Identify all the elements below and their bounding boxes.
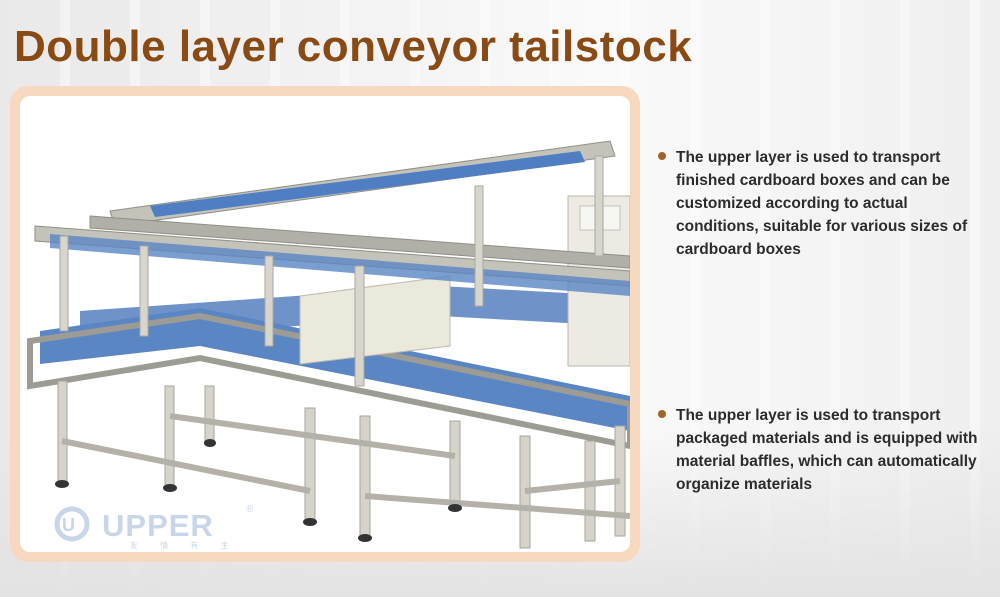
logo-wordmark: UPPER — [102, 508, 214, 543]
conveyor-illustration — [27, 140, 630, 549]
lower-belt-frame — [27, 312, 630, 450]
upper-belt — [150, 151, 585, 217]
bullet-dot-icon — [658, 152, 666, 160]
product-photo-frame: U UPPER ® 友 情 有 主 — [10, 86, 640, 562]
logo-subtitle: 友 情 有 主 — [130, 541, 239, 550]
registered-mark: ® — [246, 504, 254, 515]
lower-belt — [40, 308, 630, 431]
page-title: Double layer conveyor tailstock — [14, 22, 693, 71]
upper-posts — [59, 155, 604, 387]
bullet-dot-icon — [658, 410, 666, 418]
gear-logo-icon: U — [54, 506, 90, 542]
svg-text:U: U — [62, 515, 75, 535]
feet — [55, 439, 462, 542]
cross-bars — [61, 413, 630, 519]
center-housing — [299, 275, 451, 365]
feature-text: The upper layer is used to transport pac… — [676, 407, 978, 493]
brand-logo: U UPPER ® 友 情 有 主 — [50, 504, 254, 550]
feature-text: The upper layer is used to transport fin… — [676, 149, 968, 258]
product-photo: U UPPER ® 友 情 有 主 — [20, 96, 630, 552]
